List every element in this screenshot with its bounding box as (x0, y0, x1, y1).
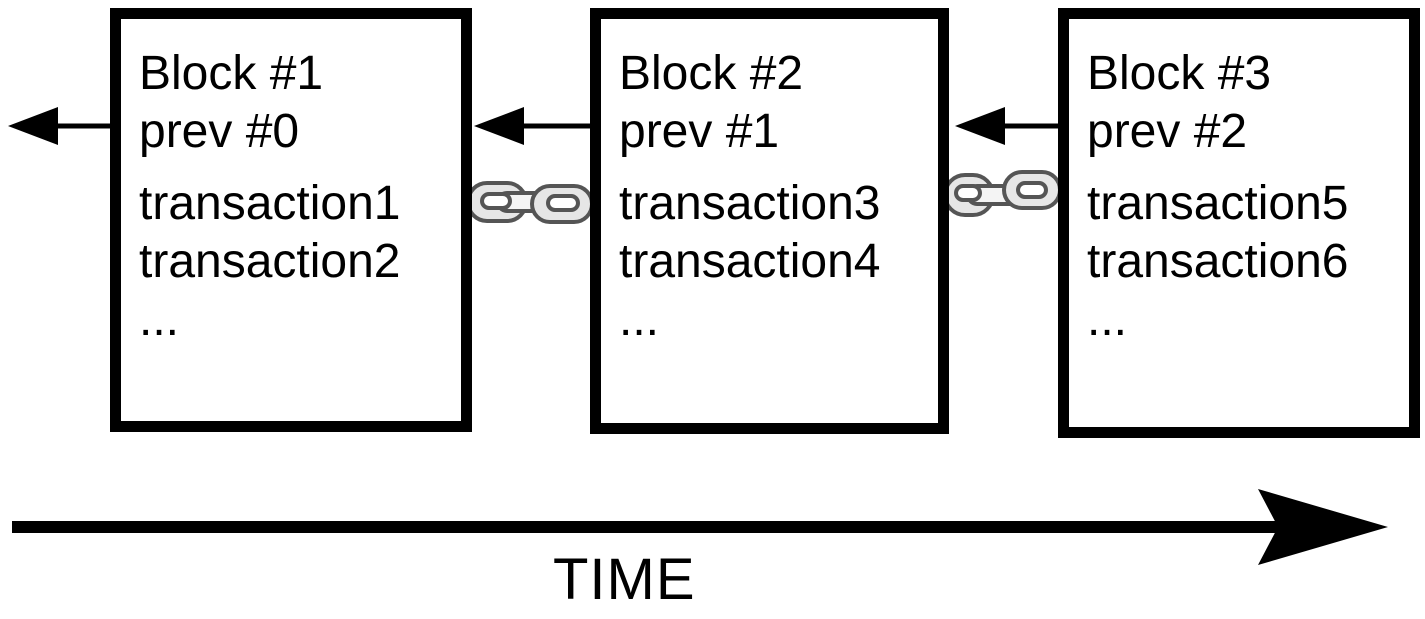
block-prev-hash: prev #0 (139, 105, 300, 158)
arrow-left-icon (955, 107, 1058, 145)
timeline-label: TIME (553, 547, 696, 612)
transaction-item: transaction5 (1087, 177, 1349, 230)
transaction-item: transaction1 (139, 177, 401, 230)
chain-link-icon (466, 181, 594, 224)
arrow-left-icon (8, 107, 110, 145)
arrow-right-icon (12, 489, 1388, 565)
block-contents: Block #1 prev #0 transaction1 transactio… (139, 45, 401, 349)
transaction-item: transaction4 (619, 235, 881, 288)
transaction-item: transaction2 (139, 235, 401, 288)
block-prev-hash: prev #1 (619, 105, 780, 158)
block-3: Block #3 prev #2 transaction5 transactio… (1058, 8, 1420, 438)
block-title: Block #2 (619, 47, 804, 100)
arrow-left-icon (474, 107, 590, 145)
block-title: Block #3 (1087, 47, 1272, 100)
block-1: Block #1 prev #0 transaction1 transactio… (110, 8, 472, 432)
spacer (619, 161, 881, 175)
chain-link-icon (943, 170, 1062, 217)
transaction-item: transaction3 (619, 177, 881, 230)
more-transactions-ellipsis: ... (1087, 293, 1128, 346)
spacer (1087, 161, 1349, 175)
more-transactions-ellipsis: ... (139, 293, 180, 346)
block-contents: Block #2 prev #1 transaction3 transactio… (619, 45, 881, 349)
block-contents: Block #3 prev #2 transaction5 transactio… (1087, 45, 1349, 349)
block-title: Block #1 (139, 47, 324, 100)
spacer (139, 161, 401, 175)
block-2: Block #2 prev #1 transaction3 transactio… (590, 8, 949, 434)
block-prev-hash: prev #2 (1087, 105, 1248, 158)
more-transactions-ellipsis: ... (619, 293, 660, 346)
transaction-item: transaction6 (1087, 235, 1349, 288)
